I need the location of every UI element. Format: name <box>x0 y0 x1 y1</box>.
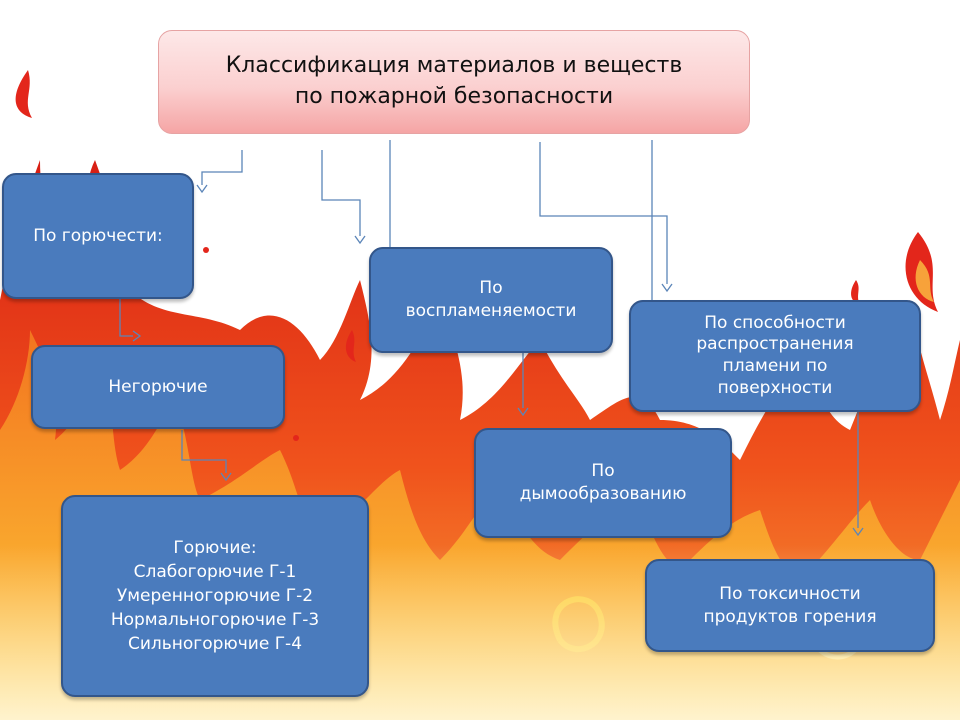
node-smoke-line: дымообразованию <box>519 484 687 504</box>
flame-spark-mid <box>345 330 356 362</box>
connector-flammability <box>321 150 361 236</box>
flame-spark-right-inner <box>915 260 934 302</box>
node-combustible: Горючие: Слабогорючие Г-1 Умеренногорючи… <box>61 495 369 697</box>
connector-combustibility <box>201 150 243 185</box>
node-flammability-line: По <box>479 278 503 299</box>
connector-flame-spread <box>539 142 668 284</box>
diagram-title: Классификация материалов и веществ по по… <box>158 30 750 134</box>
title-line-1: Классификация материалов и веществ <box>225 53 683 79</box>
arrowhead <box>661 283 673 293</box>
ember-dot <box>203 247 209 253</box>
node-toxicity-line: продуктов горения <box>703 606 877 627</box>
node-combustible-item: Слабогорючие Г-1 <box>133 561 297 582</box>
node-combustible-item: Умеренногорючие Г-2 <box>116 585 314 606</box>
node-flame-spread-line: поверхности <box>717 377 833 398</box>
node-flammability: По воспламеняемости <box>369 247 613 353</box>
node-flame-spread: По способности распространения пламени п… <box>629 300 921 412</box>
node-flammability-line: воспламеняемости <box>405 301 577 321</box>
arrowhead <box>196 184 208 194</box>
arrowhead <box>517 407 529 417</box>
arrowheads <box>132 184 864 537</box>
arrowhead <box>354 235 366 245</box>
node-toxicity: По токсичности продуктов горения <box>645 559 935 652</box>
node-combustibility-label: По горючести: <box>33 225 163 246</box>
node-combustible-heading: Горючие: <box>173 537 257 558</box>
node-smoke: По дымообразованию <box>474 428 732 538</box>
node-combustibility: По горючести: <box>2 173 194 299</box>
title-line-2: по пожарной безопасности <box>294 84 614 109</box>
node-flame-spread-line: По способности <box>704 312 846 333</box>
flame-spark-left <box>15 70 32 118</box>
node-combustible-item: Нормальногорючие Г-3 <box>110 610 320 631</box>
arrowhead <box>132 330 142 342</box>
node-smoke-line: По <box>591 461 615 482</box>
node-toxicity-line: По токсичности <box>719 583 861 604</box>
node-flame-spread-line: распространения <box>696 334 854 355</box>
arrowhead <box>220 472 232 482</box>
ember-dot <box>293 435 299 441</box>
node-combustible-item: Сильногорючие Г-4 <box>127 634 303 655</box>
node-flame-spread-line: пламени по <box>722 356 828 376</box>
arrowhead <box>852 527 864 537</box>
node-noncombustible: Негорючие <box>31 345 285 429</box>
connector-combustible <box>181 430 227 473</box>
node-noncombustible-label: Негорючие <box>108 376 208 397</box>
connector-noncombustible <box>119 298 133 337</box>
flame-spark-right2 <box>851 280 860 305</box>
